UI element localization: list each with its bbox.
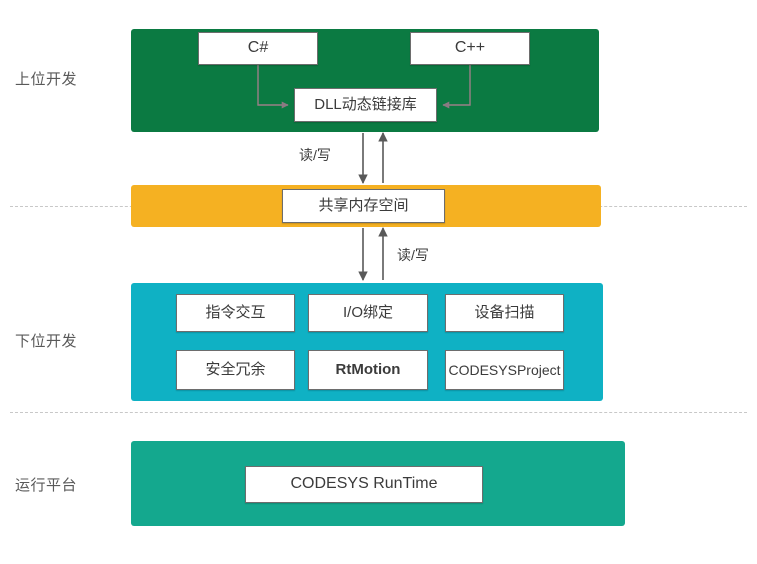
node-codesys-runtime[interactable]: CODESYS RunTime [245,466,483,503]
read-write-label-upper: 读/写 [299,147,331,163]
node-codesys-project[interactable]: CODESYS Project [445,350,564,390]
node-safety-redundancy[interactable]: 安全冗余 [176,350,295,390]
stage-label-lower-development: 下位开发 [15,333,78,350]
node-io-binding[interactable]: I/O绑定 [308,294,428,332]
read-write-label-lower: 读/写 [397,247,429,263]
node-codesys-project-line2: Project [516,361,561,378]
node-rtmotion[interactable]: RtMotion [308,350,428,390]
node-command-interaction[interactable]: 指令交互 [176,294,295,332]
stage-divider-lower [10,412,747,413]
node-cpp[interactable]: C++ [410,32,530,65]
node-dll-library[interactable]: DLL动态链接库 [294,88,437,122]
stage-label-runtime-platform: 运行平台 [15,477,78,494]
node-codesys-project-line1: CODESYS [448,361,517,378]
node-shared-memory[interactable]: 共享内存空间 [282,189,445,223]
node-csharp[interactable]: C# [198,32,318,65]
node-device-scan[interactable]: 设备扫描 [445,294,564,332]
stage-label-upper-development: 上位开发 [15,71,78,88]
